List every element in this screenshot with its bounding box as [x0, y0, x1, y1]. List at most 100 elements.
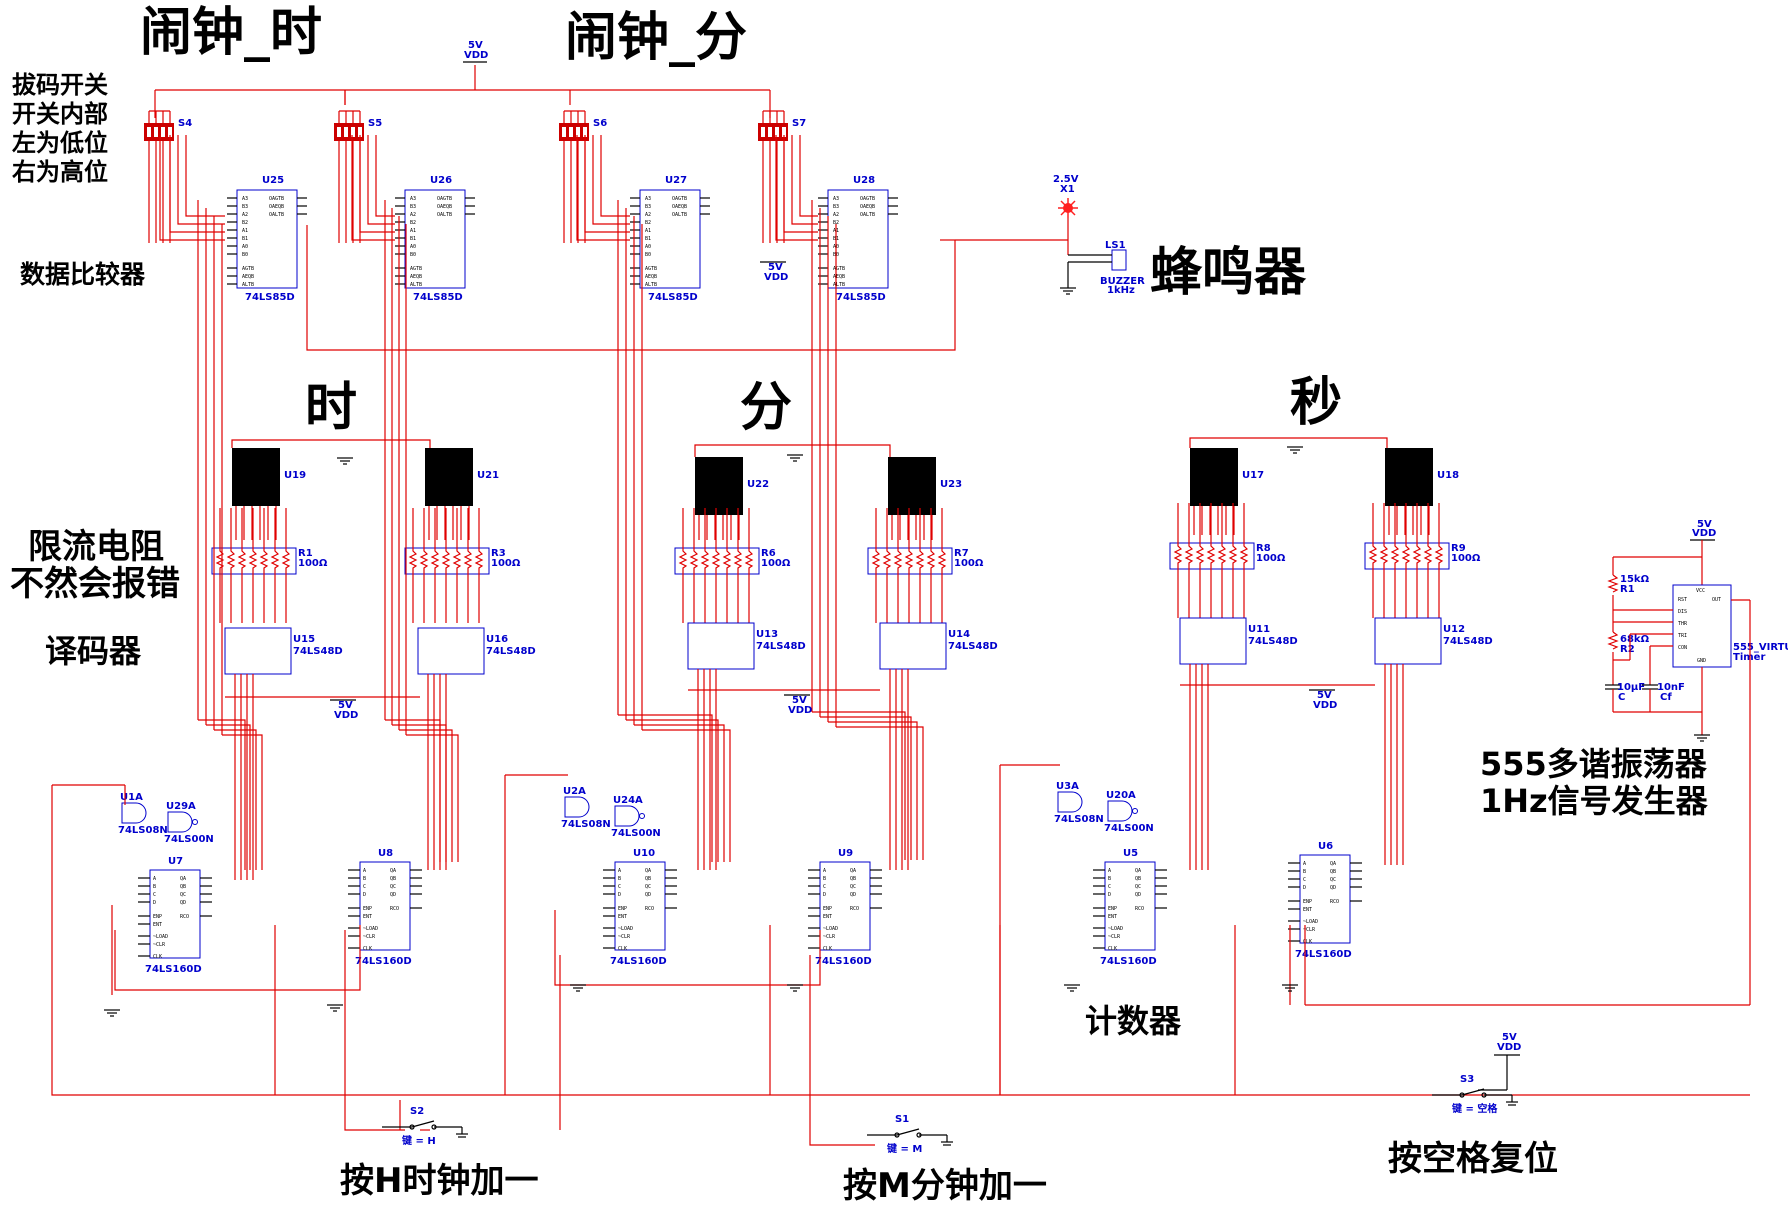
counter-u9: U9ABCDENPENT~LOAD~CLRCLKQAQBQCQDRCO74LS1… [808, 848, 882, 967]
counter-pin: QB [1330, 869, 1336, 875]
vdd-5v-label: 5V [338, 700, 353, 711]
comparator-pin: B3 [833, 204, 839, 210]
counter-part: 74LS160D [1295, 949, 1352, 960]
display-ref: U23 [940, 479, 962, 490]
counter-pin: QA [850, 868, 856, 874]
push-button-s3[interactable]: S3键 = 空格 [1432, 1074, 1518, 1115]
counter-pin: D [618, 892, 621, 898]
comparator-pin: OAGTB [437, 196, 452, 202]
comparator-part: 74LS85D [648, 292, 698, 303]
vdd-label: VDD [788, 705, 812, 716]
timer-5v: 5V [1697, 519, 1712, 530]
resistor-ref: R1 [298, 548, 313, 559]
display-pins: ABCDEFG [234, 499, 255, 505]
counter-pin: RCO [1330, 899, 1339, 905]
counter-u10: U10ABCDENPENT~LOAD~CLRCLKQAQBQCQDRCO74LS… [603, 848, 677, 967]
counter-pin: CLK [823, 946, 832, 952]
counter-pin: B [153, 884, 156, 890]
counter-pin: ~LOAD [1303, 919, 1318, 925]
decoder-ref: U12 [1443, 624, 1465, 635]
counter-part: 74LS160D [145, 964, 202, 975]
decoder-part: 74LS48D [756, 641, 806, 652]
buzzer-name: BUZZER [1100, 276, 1145, 287]
title-alarm-hour: 闹钟_时 [140, 3, 322, 63]
comparator-pin: AGTB [645, 266, 657, 272]
title-alarm-minute: 闹钟_分 [565, 8, 747, 68]
gate-ref: U24A [613, 795, 643, 806]
push-button-s2[interactable]: S2键 = H [382, 1106, 468, 1147]
counter-pin: ENT [1303, 907, 1312, 913]
comparator-pin: OAEQB [437, 204, 452, 210]
counter-pin: QA [390, 868, 396, 874]
timer-c-ref: C [1618, 692, 1625, 703]
counter-pin: QD [1135, 892, 1141, 898]
comparator-pin: B1 [242, 236, 248, 242]
comparator-pin: B0 [410, 252, 416, 258]
dip-switch-s5[interactable]: S5 [334, 110, 382, 243]
title-hour: 时 [305, 378, 357, 438]
counter-pin: ENT [153, 922, 162, 928]
counter-pin: C [1303, 877, 1306, 883]
comparator-part: 74LS85D [245, 292, 295, 303]
comparator-pin: ALTB [645, 282, 657, 288]
probe-ref: X1 [1060, 184, 1075, 195]
counter-pin: ~LOAD [823, 926, 838, 932]
counter-pin: A [1108, 868, 1111, 874]
push-button-key: 键 = M [886, 1142, 922, 1155]
decoder-part: 74LS48D [1248, 636, 1298, 647]
comparator-u26: U26A3B3A2B2A1B1A0B0AGTBAEQBALTBOAGTBOAEQ… [395, 175, 475, 303]
comparator-pin: B2 [833, 220, 839, 226]
comparator-u25: U25A3B3A2B2A1B1A0B0AGTBAEQBALTBOAGTBOAEQ… [227, 175, 307, 303]
counter-pin: CLK [1108, 946, 1117, 952]
counter-pin: CLK [363, 946, 372, 952]
timer-c-value: 10µF [1617, 682, 1645, 693]
counter-pin: ~LOAD [1108, 926, 1123, 932]
resistor-value: 100Ω [1451, 553, 1481, 564]
dip-switch-ref: S4 [178, 118, 192, 129]
counter-pin: ENT [363, 914, 372, 920]
display-ref: U21 [477, 470, 499, 481]
decoder-ref: U11 [1248, 624, 1270, 635]
counter-pin: ~LOAD [153, 934, 168, 940]
note-button-m: 按M分钟加一 [843, 1166, 1047, 1206]
reset-vdd: 5V VDD [1478, 1032, 1521, 1091]
counter-pin: C [153, 892, 156, 898]
comparator-pin: A2 [242, 212, 248, 218]
comparator-ref: U28 [853, 175, 875, 186]
gate-ref: U29A [166, 801, 196, 812]
decoder-ref: U15 [293, 634, 315, 645]
push-button-s1[interactable]: S1键 = M [867, 1114, 953, 1155]
counter-pin: QC [390, 884, 396, 890]
timer-pin-rst: RST [1678, 597, 1687, 603]
counter-part: 74LS160D [355, 956, 412, 967]
counter-ref: U8 [378, 848, 393, 859]
push-button-key: 键 = H [401, 1134, 436, 1147]
counter-pin: QB [850, 876, 856, 882]
counter-pin: ENT [823, 914, 832, 920]
title-buzzer: 蜂鸣器 [1150, 243, 1307, 303]
dip-switch-s6[interactable]: S6 [559, 110, 607, 243]
comparator-pin: AEQB [242, 274, 254, 280]
decoder-part: 74LS48D [948, 641, 998, 652]
resistor-value: 100Ω [1256, 553, 1286, 564]
comparator-pin: A3 [410, 196, 416, 202]
buzzer-freq: 1kHz [1107, 285, 1135, 296]
comparator-pin: B3 [242, 204, 248, 210]
note-button-reset: 按空格复位 [1388, 1139, 1558, 1179]
counter-u7-ground-icon [104, 1009, 120, 1017]
dip-switch-s7[interactable]: S7 [758, 110, 806, 243]
title-second: 秒 [1290, 373, 1342, 433]
counter-pin: QC [180, 892, 186, 898]
counter-pin: ENP [363, 906, 372, 912]
resistor-ref: R7 [954, 548, 969, 559]
dip-switch-s4[interactable]: S4 [144, 110, 192, 243]
note-resistor-1: 限流电阻 [28, 527, 164, 567]
comparator-pin: A2 [833, 212, 839, 218]
counter-pin: QC [1330, 877, 1336, 883]
counter-pin: ENP [153, 914, 162, 920]
hour-display-ground-icon [337, 457, 353, 465]
